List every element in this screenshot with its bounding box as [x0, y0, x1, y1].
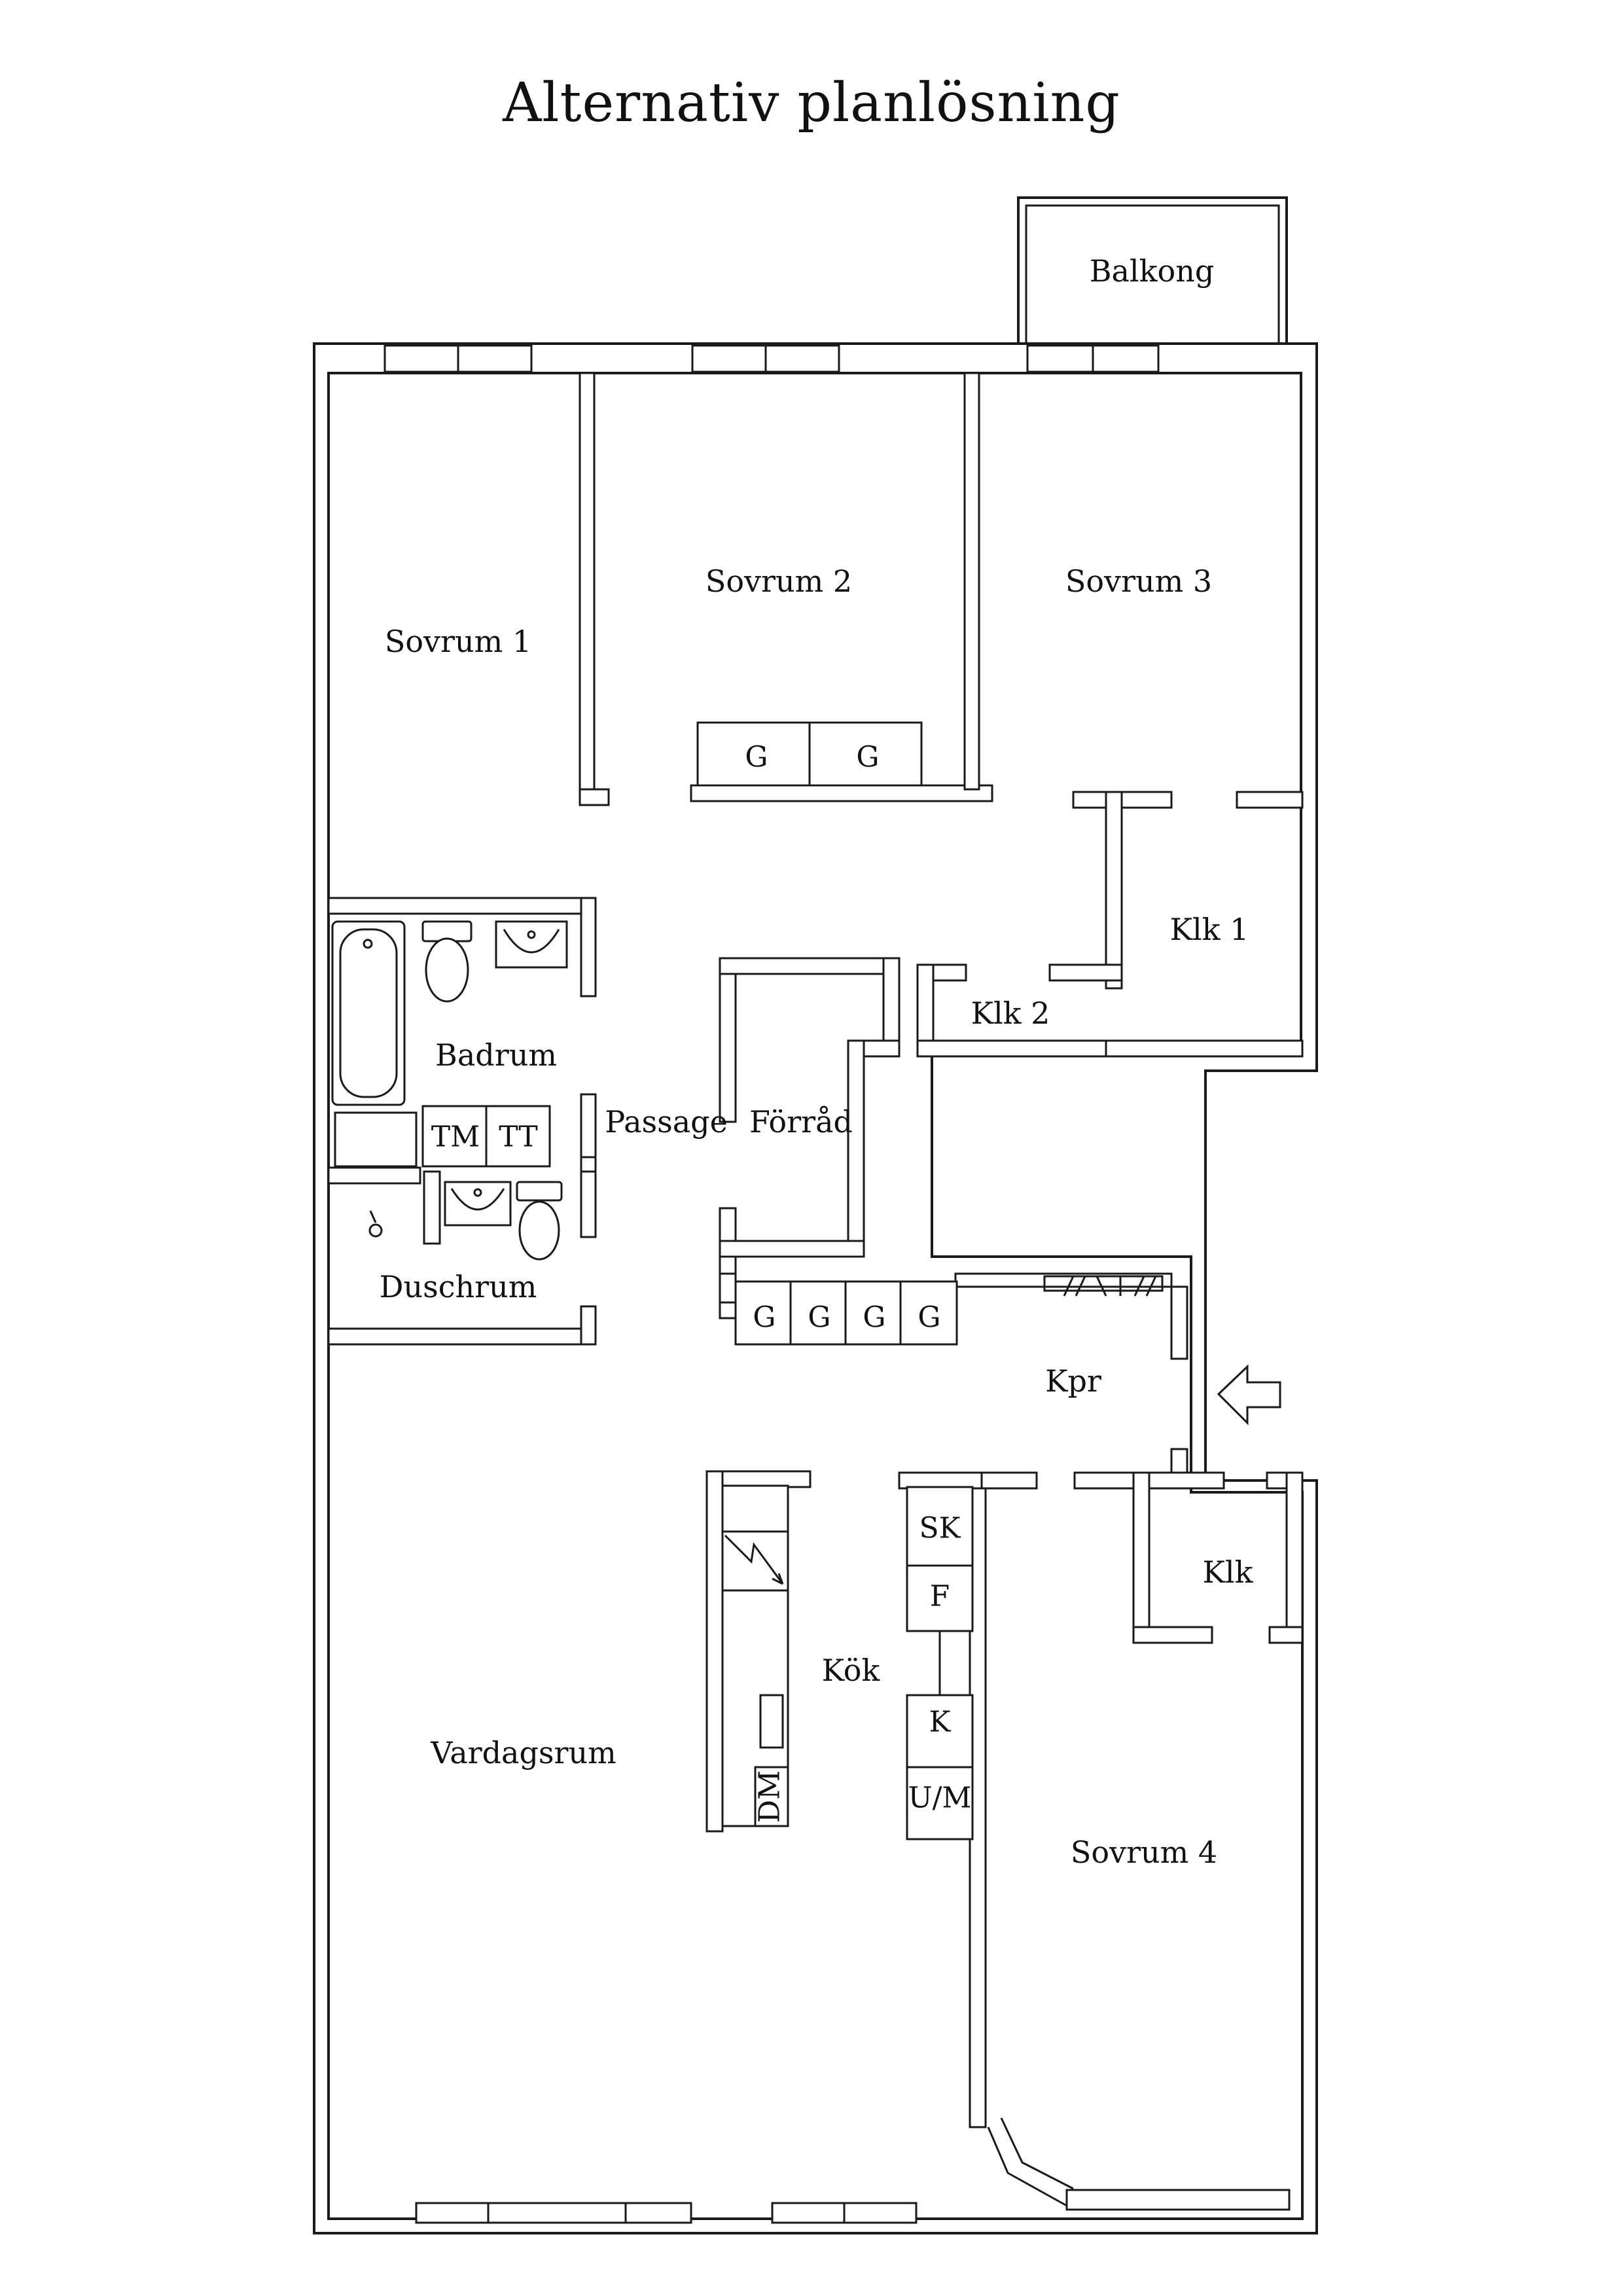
label-duschrum: Duschrum: [380, 1269, 537, 1304]
label-forrad: Förråd: [749, 1104, 853, 1139]
label-sovrum1: Sovrum 1: [385, 624, 531, 659]
label-klk1: Klk 1: [1170, 912, 1249, 947]
wardrobe-label: G: [745, 741, 768, 774]
k-label: K: [929, 1706, 952, 1739]
room-labels: Balkong Sovrum 1 Sovrum 2 Sovrum 3 Klk 1…: [380, 253, 1254, 1870]
bay-window: [987, 2117, 1074, 2207]
wardrobe-label: G: [856, 741, 879, 774]
wardrobe-label: G: [808, 1301, 830, 1335]
label-klk: Klk: [1203, 1554, 1254, 1590]
fixture-labels: G G G G G G TM TT SK F K U/M DM: [431, 741, 972, 1823]
label-kok: Kök: [822, 1653, 881, 1688]
wardrobe-label: G: [863, 1301, 885, 1335]
page-title: Alternativ planlösning: [503, 72, 1120, 134]
um-label: U/M: [908, 1782, 972, 1815]
sink-duschrum: [444, 1181, 512, 1227]
bathtub: [331, 920, 406, 1106]
wardrobes-sovrum2: [696, 721, 923, 787]
balcony: [1017, 196, 1288, 350]
label-klk2: Klk 2: [971, 996, 1050, 1031]
sink-badrum: [495, 920, 568, 969]
wardrobes-hall: [734, 1280, 958, 1346]
sk-label: SK: [919, 1512, 961, 1545]
interior-walls: [327, 372, 1304, 2128]
windows-top: [383, 344, 1160, 373]
toilet-badrum: [421, 920, 473, 1003]
coat-rack: [1043, 1275, 1164, 1297]
laundry-units: [334, 1105, 551, 1168]
wardrobe-label: G: [918, 1301, 940, 1335]
toilet-duschrum: [516, 1181, 563, 1261]
windows-bottom: [415, 2189, 1291, 2224]
label-sovrum4: Sovrum 4: [1071, 1835, 1217, 1870]
tt-label: TT: [499, 1121, 538, 1154]
kitchen-counter-left: [721, 1484, 789, 1827]
kitchen-counter-right: [898, 1471, 983, 1840]
label-kpr: Kpr: [1045, 1363, 1101, 1399]
f-label: F: [930, 1580, 950, 1613]
label-balkong: Balkong: [1090, 253, 1215, 289]
dm-label: DM: [753, 1770, 787, 1823]
label-badrum: Badrum: [435, 1037, 557, 1073]
tm-label: TM: [431, 1121, 480, 1154]
entrance-arrow-icon: [1217, 1364, 1281, 1426]
label-sovrum3: Sovrum 3: [1065, 564, 1212, 599]
label-vardagsrum: Vardagsrum: [430, 1735, 616, 1770]
label-sovrum2: Sovrum 2: [705, 564, 852, 599]
wardrobe-label: G: [753, 1301, 776, 1335]
label-passage: Passage: [605, 1104, 728, 1139]
shower-head-icon: [368, 1210, 383, 1238]
